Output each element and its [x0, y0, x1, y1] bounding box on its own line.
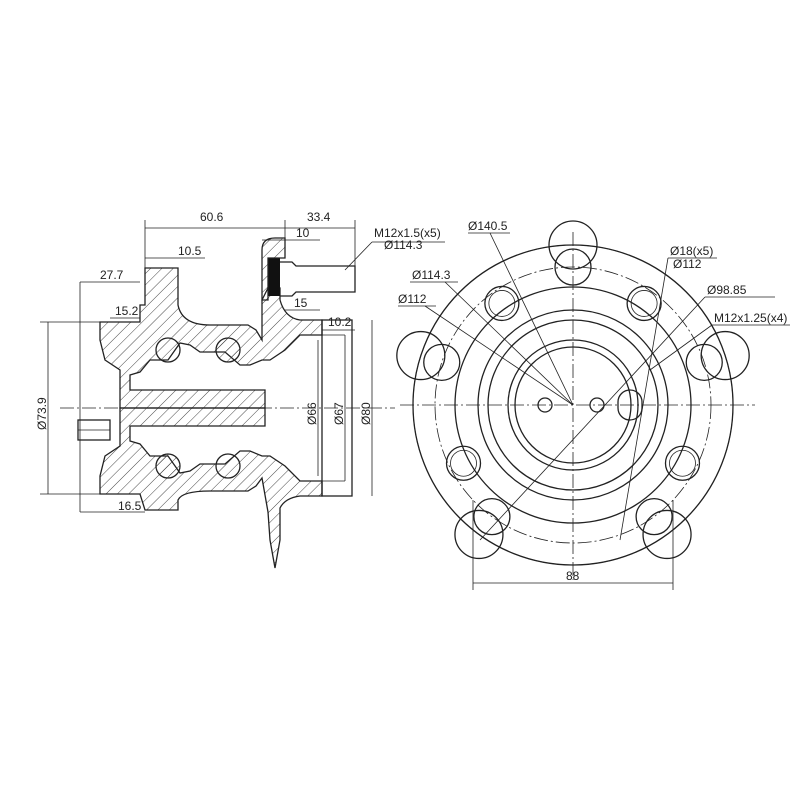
small-hole	[589, 397, 605, 413]
dim-10-5: 10.5	[178, 244, 202, 258]
dim-67: Ø67	[332, 402, 346, 425]
small-hole	[537, 397, 553, 413]
bolt-hole	[685, 343, 723, 382]
hub-body-upper	[99, 267, 323, 409]
bearing-ball-icon	[215, 453, 241, 479]
bearing-ball-icon	[215, 337, 241, 363]
front-view: Ø140.5 Ø114.3 Ø112 Ø18(x5) Ø112 Ø98.85 M…	[396, 219, 790, 590]
flange-lug	[642, 509, 692, 560]
threaded-hole	[484, 285, 520, 322]
dim-98-85: Ø98.85	[707, 283, 747, 297]
flange-lug	[454, 509, 504, 560]
threaded-hole	[626, 285, 662, 322]
wheel-stud	[261, 237, 356, 301]
bolt-pcd-circle	[434, 266, 712, 544]
dim-112-left: Ø112	[398, 292, 427, 306]
hole-size-label: Ø18(x5)	[670, 244, 713, 258]
bolt-hole	[473, 497, 511, 536]
slot	[617, 389, 643, 421]
bolt-hole	[635, 497, 673, 536]
hole-pcd-label: Ø112	[673, 257, 702, 271]
dim-60-6: 60.6	[200, 210, 224, 224]
bearing-ball-icon	[155, 337, 181, 363]
threaded-hole-inner	[450, 449, 477, 477]
dim-27-7: 27.7	[100, 268, 124, 282]
dim-10: 10	[296, 226, 310, 240]
bearing-ball-icon	[155, 453, 181, 479]
threaded-hole-inner	[669, 449, 696, 477]
leader-lines	[398, 232, 790, 590]
dim-16-5: 16.5	[118, 499, 142, 513]
dim-15-2: 15.2	[115, 304, 139, 318]
dimension-lines	[40, 220, 373, 513]
dim-15: 15	[294, 296, 308, 310]
dim-114-3: Ø114.3	[412, 268, 451, 282]
bolt-hole	[554, 248, 592, 286]
bolt-hole	[423, 343, 461, 382]
hub-body-lower	[99, 407, 323, 569]
side-section-view: 60.6 33.4 10 10.5 27.7 15.2 15 10.2 16.5…	[35, 210, 445, 569]
stud-pcd-label: Ø114.3	[384, 238, 423, 252]
dim-80: Ø80	[359, 402, 373, 425]
flange-lug	[396, 330, 446, 381]
dim-73-9: Ø73.9	[35, 397, 49, 430]
threaded-hole-inner	[488, 290, 516, 317]
dim-66: Ø66	[305, 402, 319, 425]
threaded-hole	[445, 445, 482, 481]
dim-10-2: 10.2	[328, 315, 352, 329]
flange-lug	[548, 220, 598, 270]
threaded-hole	[664, 445, 701, 481]
flange-lug	[700, 330, 750, 381]
thread-holes-label: M12x1.25(x4)	[714, 311, 787, 325]
dim-88: 88	[566, 569, 580, 583]
stud-thread-label: M12x1.5(x5)	[374, 226, 441, 240]
flange-outer-cover	[412, 244, 734, 566]
dim-140-5: Ø140.5	[468, 219, 508, 233]
threaded-hole-inner	[630, 290, 658, 317]
dim-33-4: 33.4	[307, 210, 331, 224]
